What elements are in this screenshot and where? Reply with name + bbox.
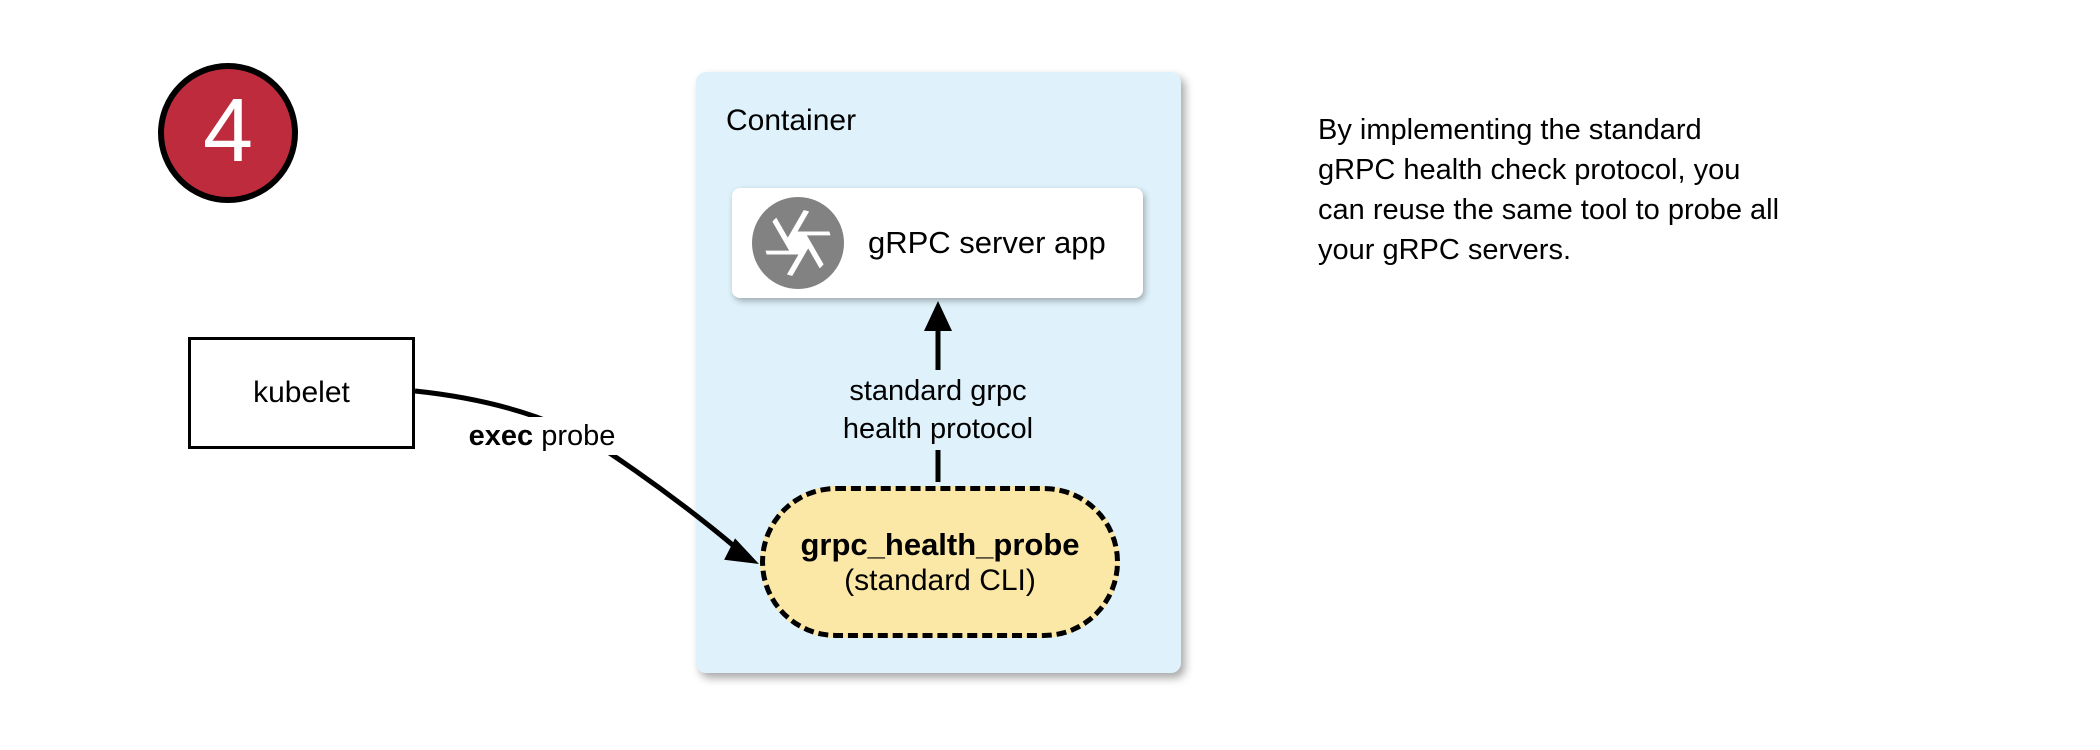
grpc-aperture-icon <box>752 197 844 289</box>
grpc-server-box: gRPC server app <box>732 188 1143 298</box>
container-box: Container gRPC server app grpc_health_pr… <box>696 72 1181 673</box>
protocol-arrow-label: standard grpc health protocol <box>788 370 1088 450</box>
exec-probe-label-rest: probe <box>533 420 616 452</box>
step-number: 4 <box>202 81 254 181</box>
exec-probe-label: exec probe <box>437 417 647 455</box>
probe-pill-subtitle: (standard CLI) <box>844 563 1036 597</box>
grpc-health-probe-pill: grpc_health_probe (standard CLI) <box>760 486 1120 638</box>
probe-pill-title: grpc_health_probe <box>800 526 1080 562</box>
kubelet-box: kubelet <box>188 337 415 449</box>
container-title: Container <box>726 104 857 137</box>
step-badge: 4 <box>158 63 298 203</box>
grpc-server-label: gRPC server app <box>868 225 1106 260</box>
exec-probe-label-bold: exec <box>468 420 534 452</box>
kubelet-label: kubelet <box>253 376 350 409</box>
note-text: By implementing the standard gRPC health… <box>1318 114 1780 266</box>
